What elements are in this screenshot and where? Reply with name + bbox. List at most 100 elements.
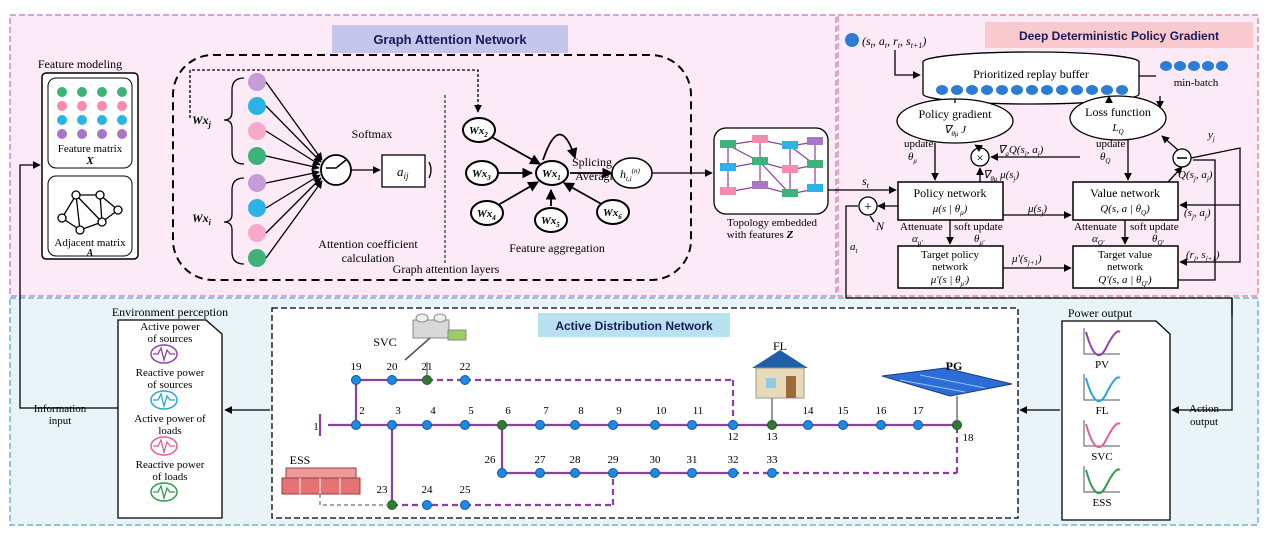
- action-output-line2: output: [1190, 416, 1218, 428]
- power-output-title: Power output: [1068, 306, 1133, 320]
- bus-label: 31: [687, 454, 698, 466]
- bus-node: [803, 420, 813, 430]
- env-perception-box: [117, 319, 223, 519]
- waveform-icon: [150, 436, 178, 456]
- power-curve: [1085, 376, 1121, 403]
- mu-prime-label: μ'(sj+1): [1011, 253, 1042, 267]
- at-label: at: [850, 241, 859, 255]
- aggregation-node: [534, 207, 568, 233]
- bus-label: 8: [578, 405, 584, 417]
- grad-q-label: ∇aQ(sj, aj): [998, 144, 1044, 158]
- ddpg-title: Deep Deterministic Policy Gradient: [1019, 29, 1219, 43]
- env-item-label-line2: of sources: [148, 333, 193, 345]
- aggregation-node: [462, 117, 496, 143]
- tuple-to-buffer: [894, 50, 921, 79]
- feature-matrix-box: [47, 77, 133, 169]
- update-mu-sym: θμ: [908, 151, 917, 165]
- target-policy-line1: Target policy: [921, 249, 979, 261]
- topology-label-line2: with features Z: [727, 229, 794, 241]
- noise-to-add: [869, 215, 875, 223]
- bus-node: [387, 500, 397, 510]
- adjacent-matrix-box: [47, 175, 133, 257]
- aggregation-node-label: Wx1: [542, 168, 561, 182]
- buffer-sample: [1071, 85, 1083, 95]
- ddpg-title-box: [985, 22, 1253, 48]
- softmax-glyph: [326, 159, 347, 169]
- bus-label: 25: [460, 484, 472, 496]
- ddpg-to-power: [1171, 298, 1233, 414]
- bus-label: 27: [535, 454, 547, 466]
- buffer-sample: [1101, 85, 1113, 95]
- info-input-line2: input: [49, 415, 72, 427]
- aggregation-edges: [489, 133, 614, 209]
- mini-axis: [1083, 420, 1120, 447]
- attenuate-q-label: Attenuate: [1074, 221, 1117, 233]
- bus-label: 18: [963, 432, 975, 444]
- graph-attention-layers-box: [172, 54, 692, 281]
- gat-title: Graph Attention Network: [373, 32, 527, 47]
- bus-node: [913, 420, 923, 430]
- power-output-box: [1061, 320, 1171, 521]
- feature-matrix-symbol: X: [85, 155, 94, 167]
- attention-edges: [265, 81, 323, 259]
- experience-dot: [845, 33, 859, 47]
- buffer-sample: [936, 85, 948, 95]
- svc-label: SVC: [373, 335, 396, 349]
- feature-matrix-dots: [57, 87, 127, 139]
- power-item-label: FL: [1096, 405, 1109, 417]
- minus-to-loss: [1161, 135, 1179, 151]
- bus-node: [387, 375, 397, 385]
- pg-label: PG: [946, 359, 963, 373]
- experience-tuple: (st, at, rt, st+1): [862, 34, 926, 50]
- gat-title-box: [332, 25, 568, 53]
- yj-arrow: [1190, 147, 1241, 160]
- bus-label: 19: [351, 361, 363, 373]
- bus-label: 9: [616, 405, 622, 417]
- adjacent-matrix-label: Adjacent matrix: [54, 237, 126, 249]
- bus-node: [838, 420, 848, 430]
- bus-label: 17: [913, 405, 925, 417]
- yj-label: yj: [1207, 129, 1215, 143]
- aggregation-node: [535, 160, 569, 186]
- aggregation-node: [596, 199, 630, 225]
- bus-label: 16: [876, 405, 888, 417]
- aggregation-node-label: Wx3: [472, 168, 491, 182]
- bus-label: 6: [505, 405, 511, 417]
- power-item-label: SVC: [1091, 451, 1112, 463]
- bus-node: [687, 468, 697, 478]
- loss-function-label: Loss function: [1085, 105, 1151, 119]
- env-item-label-line1: Active power: [140, 321, 200, 333]
- bus-label: 12: [728, 431, 739, 443]
- ess-label: ESS: [290, 453, 311, 467]
- topology-label-line1: Topology embedded: [727, 217, 817, 229]
- target-policy-box: [897, 245, 1004, 289]
- bus-node: [460, 375, 470, 385]
- buffer-sample: [966, 85, 978, 95]
- plus-symbol: +: [864, 200, 872, 215]
- attenuate-mu-label: Attenuate: [900, 221, 943, 233]
- replay-buffer-label: Prioritized replay buffer: [973, 67, 1089, 81]
- bus-label: 7: [543, 405, 549, 417]
- env-item-label-line2: loads: [158, 425, 181, 437]
- bus-label: 11: [693, 405, 704, 417]
- bus-node: [728, 468, 738, 478]
- update-q-label: update: [1096, 138, 1125, 150]
- mini-axis: [1083, 466, 1120, 493]
- adn-box: [271, 307, 1019, 519]
- adjacent-graph: [57, 190, 123, 235]
- value-network-label: Value network: [1090, 186, 1160, 200]
- power-curve: [1085, 468, 1121, 495]
- rj-feedback: [1179, 205, 1241, 266]
- splicing-label: Splicing: [572, 155, 612, 169]
- mini-axis: [1083, 328, 1120, 355]
- policy-network-formula: μ(s | θμ): [932, 203, 968, 217]
- buffer-sample: [1116, 85, 1128, 95]
- power-item-label: PV: [1095, 359, 1109, 371]
- power-curve: [1085, 330, 1121, 357]
- aij-box: [381, 154, 426, 188]
- target-value-line2: network: [1107, 261, 1144, 273]
- aij-bracket: [428, 161, 432, 179]
